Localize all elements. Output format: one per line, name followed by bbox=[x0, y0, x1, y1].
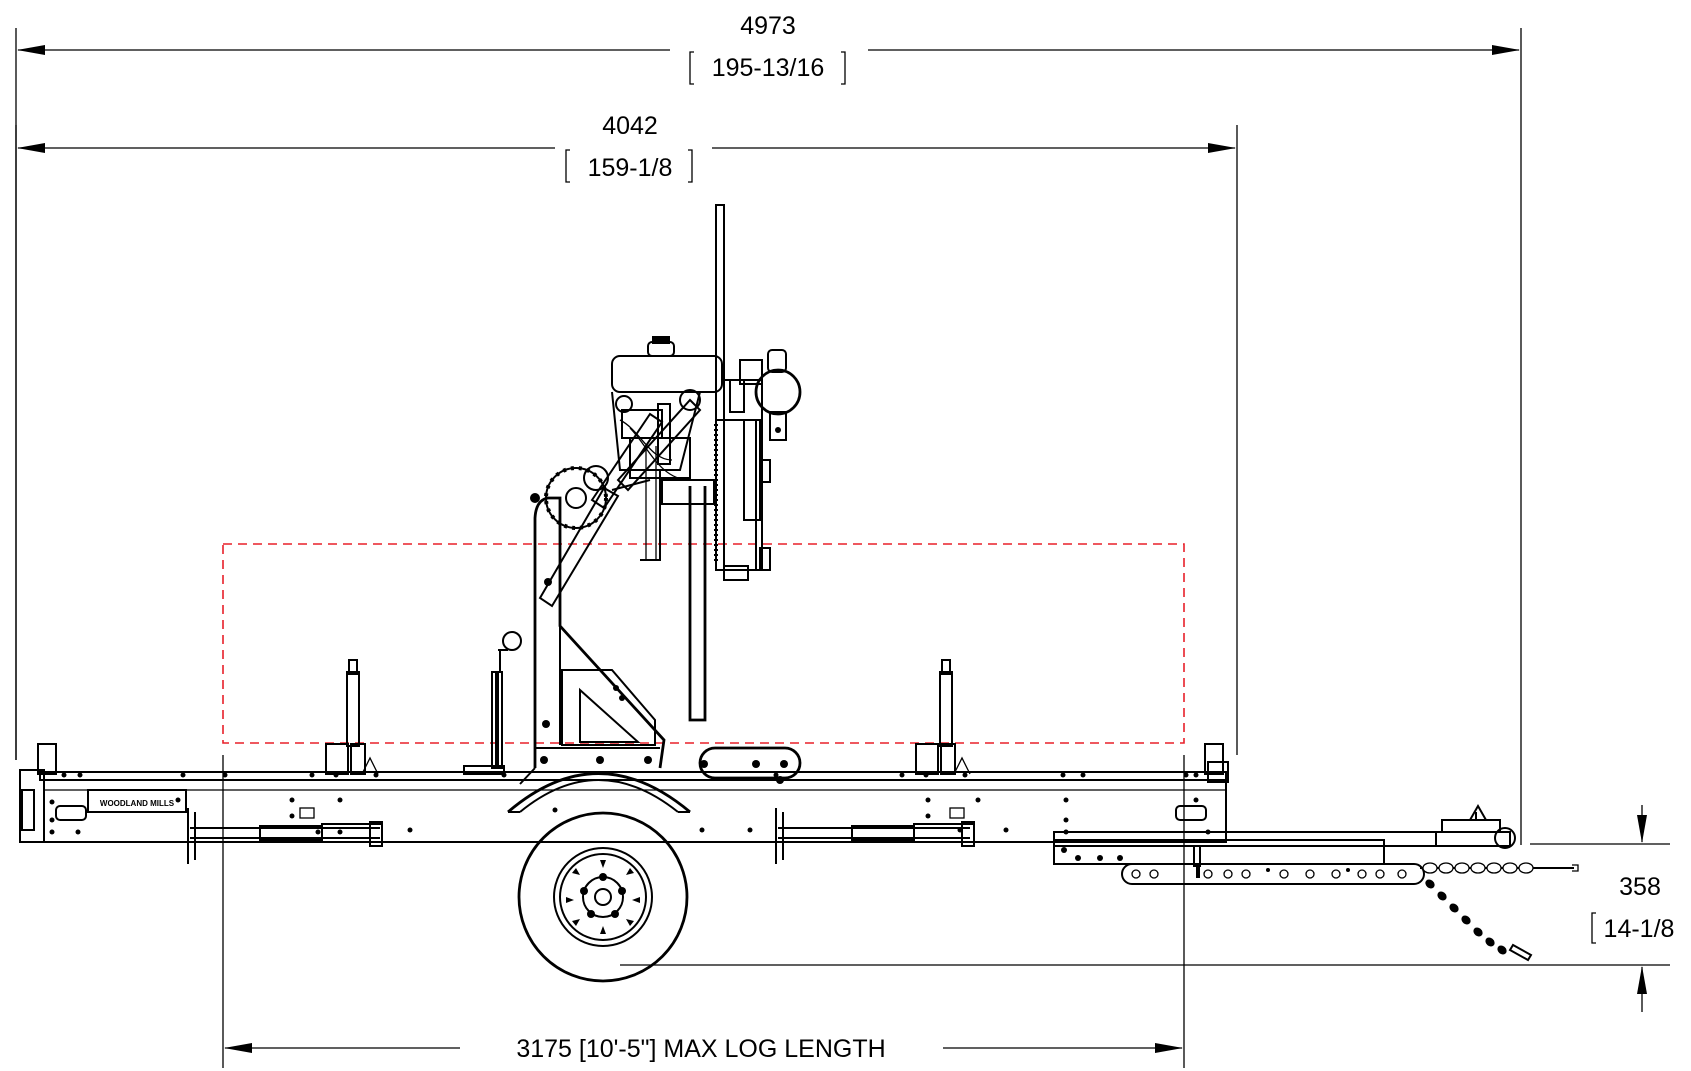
bunk-bracket-left bbox=[361, 756, 379, 775]
ground-clearance-inches: 14-1/8 bbox=[1604, 915, 1675, 943]
rail-holes bbox=[49, 772, 1211, 835]
ground-clearance-mm: 358 bbox=[1619, 873, 1661, 901]
engine bbox=[611, 336, 723, 561]
max-log-length-label: 3175 [10'-5"] MAX LOG LENGTH bbox=[516, 1035, 885, 1063]
dim-max-log-length: 3175 [10'-5"] MAX LOG LENGTH bbox=[222, 755, 1185, 1068]
bed-length-mm: 4042 bbox=[602, 112, 658, 140]
hinge-left bbox=[299, 807, 315, 819]
brand-plate: WOODLAND MILLS bbox=[87, 789, 187, 813]
overall-length-mm: 4973 bbox=[740, 12, 796, 40]
push-handle bbox=[729, 349, 802, 441]
log-stop-right bbox=[939, 659, 953, 747]
blade-column bbox=[714, 204, 771, 581]
dim-ground-clearance: 358 14-1/8 bbox=[620, 805, 1674, 1012]
max-log-envelope bbox=[222, 543, 1185, 744]
wheel bbox=[517, 811, 689, 983]
jack-stand bbox=[463, 631, 522, 775]
brand-plate-text: WOODLAND MILLS bbox=[100, 799, 175, 808]
mill-head-frame bbox=[519, 486, 802, 785]
outrigger-left bbox=[187, 808, 383, 864]
rail-slot-right bbox=[1175, 805, 1207, 821]
safety-chains bbox=[1420, 862, 1579, 962]
log-stop-left bbox=[346, 659, 360, 747]
dim-bed-length: 4042 159-1/8 bbox=[15, 112, 1238, 760]
overall-length-inches: 195-13/16 bbox=[712, 54, 825, 82]
rail-slot-left bbox=[55, 805, 87, 821]
hinge-right bbox=[949, 807, 965, 819]
arm-linkage bbox=[530, 398, 702, 608]
fender bbox=[507, 772, 691, 814]
tongue-holes bbox=[1061, 847, 1407, 879]
crank-gear bbox=[544, 466, 608, 530]
bunk-bracket-right bbox=[953, 756, 971, 775]
bed-length-inches: 159-1/8 bbox=[588, 154, 673, 182]
hitch-tongue bbox=[1053, 803, 1516, 885]
outrigger-right bbox=[775, 808, 975, 864]
dim-overall-length: 4973 195-13/16 bbox=[15, 12, 1522, 845]
